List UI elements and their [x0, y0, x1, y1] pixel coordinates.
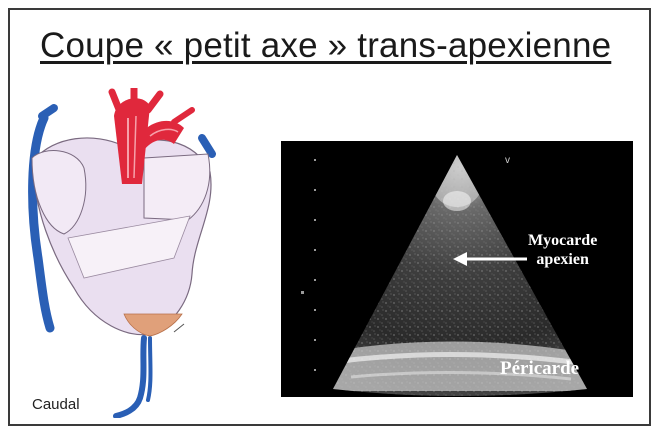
lower-vein	[116, 338, 144, 416]
pulmonary-branch	[174, 110, 192, 122]
caudal-label: Caudal	[32, 396, 80, 413]
pericarde-label: Péricarde	[500, 359, 579, 378]
depth-marker: v	[505, 155, 510, 166]
upper-vein	[42, 108, 54, 116]
right-vein	[202, 138, 212, 154]
aortic-branch-1	[112, 92, 120, 112]
myocarde-apexien-label: Myocarde apexien	[528, 231, 597, 269]
echo-image: v Myocarde apexien Péricarde	[281, 141, 633, 397]
slide-title: Coupe « petit axe » trans-apexienne	[40, 26, 611, 66]
myocarde-label-line1: Myocarde	[528, 231, 597, 250]
aortic-branch-3	[148, 94, 160, 110]
depth-scale	[301, 159, 316, 371]
heart-illustration	[24, 88, 234, 418]
myocarde-label-line2: apexien	[528, 250, 597, 269]
ultrasound-sector: v	[281, 141, 633, 397]
lower-vein-b	[148, 338, 151, 400]
